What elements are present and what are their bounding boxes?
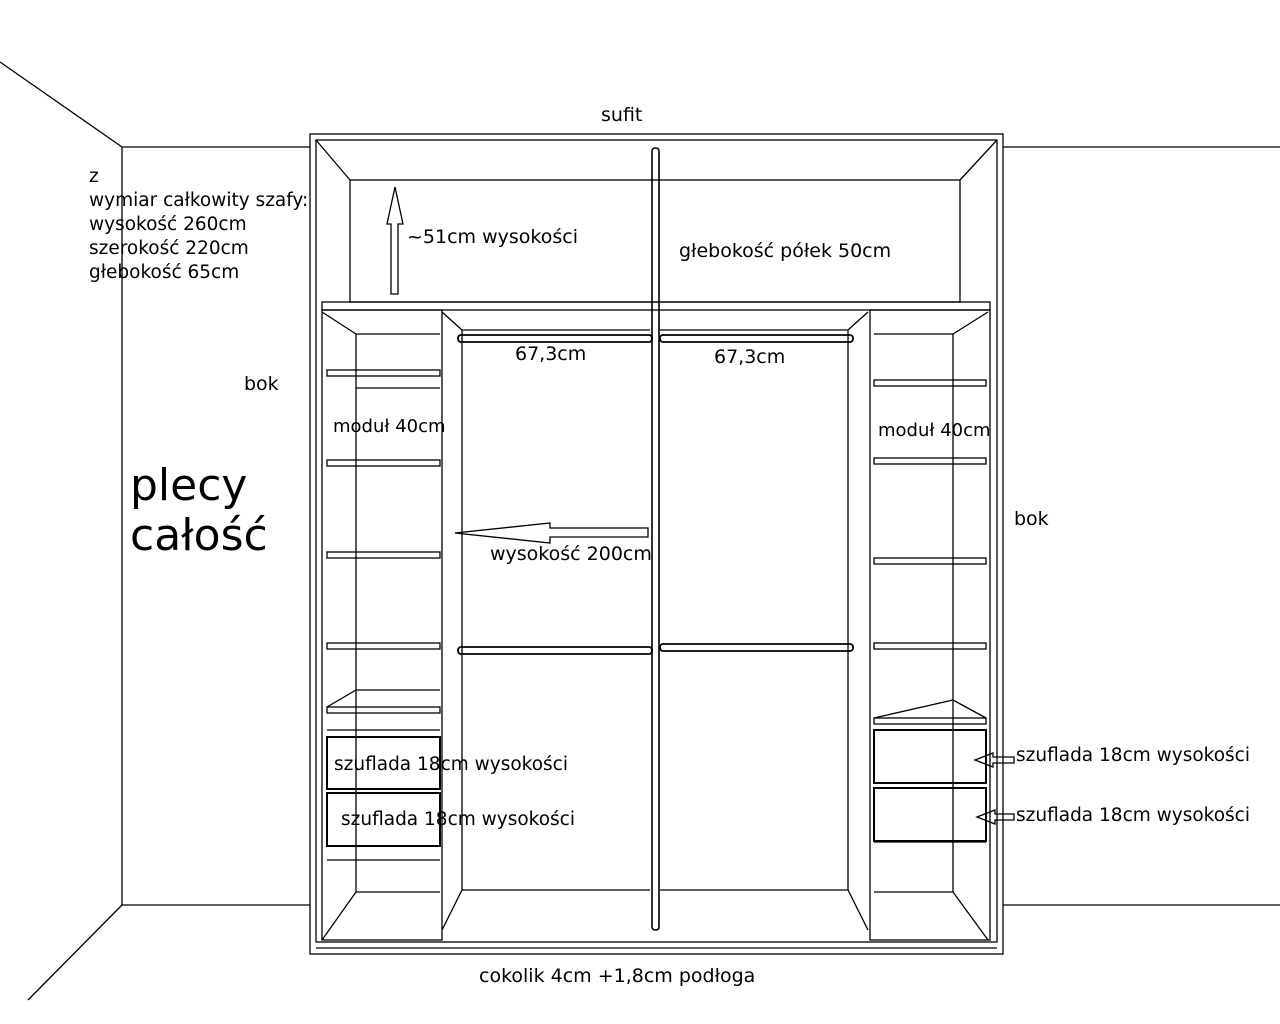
left-shelf-column — [321, 309, 443, 941]
ceiling-label: sufit — [601, 104, 643, 126]
hanging-height-label: wysokość 200cm — [490, 543, 652, 565]
drawer-right-1-label: szuflada 18cm wysokości — [1016, 745, 1250, 766]
dimensions-line-4: szerokość 220cm — [89, 238, 249, 259]
right-drawer-top — [873, 729, 987, 784]
right-shelf-column — [869, 309, 991, 941]
drawer-left-2-label: szuflada 18cm wysokości — [341, 809, 575, 830]
drawer-left-1-label: szuflada 18cm wysokości — [334, 754, 568, 775]
module-right-label: moduł 40cm — [878, 420, 991, 441]
drawer-right-2-label: szuflada 18cm wysokości — [1016, 805, 1250, 826]
wardrobe-frame — [309, 133, 1004, 955]
left-drawer-top — [326, 736, 441, 790]
arrow-left-icon — [454, 522, 649, 544]
side-right-label: bok — [1014, 508, 1049, 530]
room-walls — [0, 61, 1280, 1001]
left-rail-width-label: 67,3cm — [515, 343, 587, 365]
hanging-rails — [457, 334, 854, 655]
right-rail-width-label: 67,3cm — [714, 346, 786, 368]
overall-dimensions: z wymiar całkowity szafy: wysokość 260cm… — [89, 165, 308, 285]
arrow-left-drawer-icon-2 — [975, 809, 1015, 825]
arrow-left-drawer-icon-1 — [973, 752, 1015, 768]
dimensions-line-5: głebokość 65cm — [89, 262, 240, 283]
top-compartment-height-label: ~51cm wysokości — [407, 226, 578, 248]
side-left-label: bok — [244, 373, 279, 395]
dimensions-line-1: z — [89, 166, 99, 187]
center-divider — [651, 147, 660, 931]
dimensions-line-3: wysokość 260cm — [89, 214, 247, 235]
back-panel-label-line1: plecy — [130, 460, 248, 511]
shelf-depth-label: głebokość półek 50cm — [679, 240, 892, 262]
arrow-up-icon — [386, 186, 404, 295]
module-left-label: moduł 40cm — [333, 416, 446, 437]
back-panel-label-line2: całość — [130, 510, 268, 561]
dimensions-line-2: wymiar całkowity szafy: — [89, 190, 309, 211]
hanging-sections — [441, 311, 869, 931]
plinth-label: cokolik 4cm +1,8cm podłoga — [479, 965, 756, 987]
left-drawer-bottom — [326, 792, 441, 847]
top-compartment — [315, 139, 998, 311]
right-drawer-bottom — [873, 787, 987, 842]
